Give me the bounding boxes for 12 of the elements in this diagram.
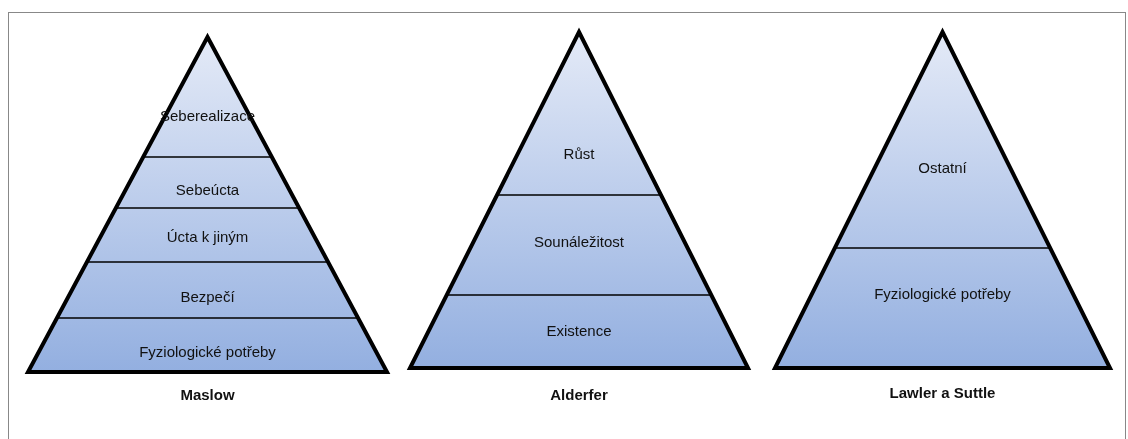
- pyramid-title: Lawler a Suttle: [889, 384, 996, 401]
- level-label: Fyziologické potřeby: [874, 284, 1011, 302]
- level-label: Sebeúcta: [175, 180, 240, 198]
- pyramid-title: Alderfer: [550, 386, 608, 403]
- level-label: Existence: [546, 321, 612, 339]
- level-label: Fyziologické potřeby: [139, 342, 276, 360]
- level-label: Bezpečí: [180, 287, 235, 305]
- level-label: Ostatní: [918, 158, 967, 176]
- level-label: Úcta k jiným: [166, 227, 249, 245]
- level-label: Sounáležitost: [533, 232, 624, 250]
- level-label: Růst: [563, 144, 595, 162]
- pyramid-title: Maslow: [180, 386, 235, 403]
